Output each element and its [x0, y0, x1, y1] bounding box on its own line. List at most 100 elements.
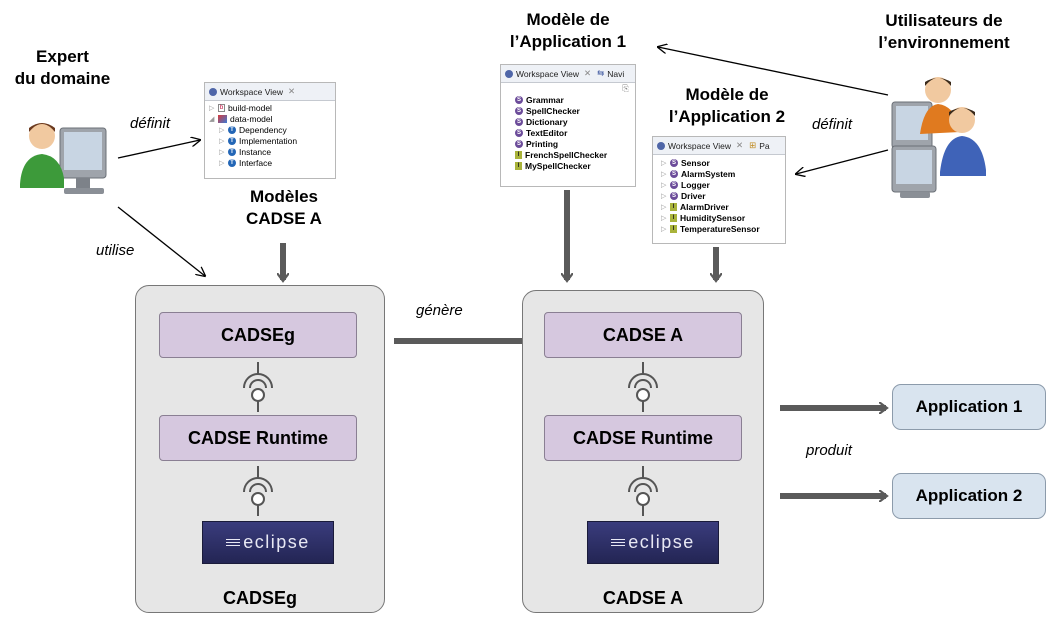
panel-tabbar: Workspace View✕ ⇆Navi — [501, 65, 635, 83]
workspace-icon — [657, 141, 665, 150]
expand-icon[interactable]: ▷ — [209, 104, 215, 112]
eclipse-lines-icon — [611, 538, 626, 547]
expand-icon[interactable]: ▷ — [661, 214, 667, 222]
view-menu-icon[interactable]: ⎘ — [622, 83, 629, 93]
tab-workspace-view[interactable]: Workspace View✕ — [505, 68, 591, 79]
expand-icon[interactable]: ▷ — [661, 225, 667, 233]
cadse-runtime-left: CADSE Runtime — [159, 415, 357, 461]
application-1-box: Application 1 — [892, 384, 1046, 430]
service-icon: S — [670, 180, 678, 189]
eclipse-logo-right: eclipse — [587, 521, 719, 564]
cadseg-component: CADSEg — [159, 312, 357, 358]
data-model-icon — [218, 114, 227, 123]
expand-icon[interactable]: ▷ — [661, 192, 667, 200]
expand-icon[interactable]: ▷ — [219, 126, 225, 134]
users-group-icon — [891, 77, 986, 198]
connector-icon — [243, 466, 273, 516]
cadse-runtime-right: CADSE Runtime — [544, 415, 742, 461]
expert-user-icon — [20, 123, 107, 194]
expert-label: Expert du domaine — [14, 47, 111, 88]
tree-item[interactable]: ◢data-model — [209, 113, 273, 124]
tab-workspace-view[interactable]: Workspace View✕ — [657, 140, 743, 151]
arrow-expert-utilise — [117, 206, 205, 276]
workspace-icon — [209, 87, 217, 96]
tab-navigator[interactable]: ⇆Navi — [597, 68, 625, 79]
close-icon[interactable]: ✕ — [736, 140, 744, 150]
expand-icon[interactable]: ▷ — [661, 203, 667, 211]
close-icon[interactable]: ✕ — [584, 68, 592, 78]
type-icon: T — [228, 125, 236, 134]
tab-workspace-view[interactable]: Workspace View✕ — [209, 86, 295, 97]
build-icon: b — [218, 103, 225, 112]
connector-icon — [243, 362, 273, 412]
expand-icon[interactable]: ▷ — [219, 148, 225, 156]
close-icon[interactable]: ✕ — [288, 86, 296, 96]
expand-icon[interactable]: ▷ — [219, 137, 225, 145]
arrow-expert-definit — [117, 140, 200, 159]
expand-icon[interactable]: ▷ — [661, 181, 667, 189]
implementation-icon: I — [670, 224, 677, 233]
type-icon: T — [228, 136, 236, 145]
service-icon: S — [670, 191, 678, 200]
panel-tabbar: Workspace View✕ — [205, 83, 335, 101]
panel-tabbar: Workspace View✕ ⊞Pa — [653, 137, 785, 155]
service-icon: S — [670, 158, 678, 167]
expand-icon[interactable]: ▷ — [661, 170, 667, 178]
connector-icon — [628, 362, 658, 412]
eclipse-lines-icon — [226, 538, 241, 547]
expand-icon[interactable]: ▷ — [219, 159, 225, 167]
implementation-icon: I — [515, 161, 522, 170]
implementation-icon: I — [670, 202, 677, 211]
label-utilise: utilise — [96, 242, 135, 259]
service-icon: S — [515, 95, 523, 104]
connector-icon — [628, 466, 658, 516]
type-icon: T — [228, 158, 236, 167]
collapse-icon[interactable]: ◢ — [209, 115, 215, 123]
cadse-a-title: CADSE A — [602, 588, 684, 608]
service-icon: S — [515, 139, 523, 148]
cadse-a-component: CADSE A — [544, 312, 742, 358]
implementation-icon: I — [670, 213, 677, 222]
tab-package[interactable]: ⊞Pa — [749, 140, 770, 151]
label-definit-right: définit — [812, 116, 853, 133]
app2-model-label: Modèle de l’Application 2 — [668, 85, 786, 126]
users-label: Utilisateurs de l’environnement — [878, 11, 1010, 52]
view-toolbar: ⎘ — [501, 83, 635, 94]
expand-icon[interactable]: ▷ — [661, 159, 667, 167]
service-icon: S — [515, 106, 523, 115]
service-icon: S — [670, 169, 678, 178]
type-icon: T — [228, 147, 236, 156]
arrow-users-app2 — [796, 149, 889, 174]
cadse-a-models-label: Modèles CADSE A — [246, 187, 322, 228]
package-icon: ⊞ — [749, 140, 757, 150]
arrow-users-app1 — [658, 47, 889, 96]
cadseg-title: CADSEg — [222, 588, 297, 608]
application-2-box: Application 2 — [892, 473, 1046, 519]
label-genere: génère — [416, 302, 463, 319]
